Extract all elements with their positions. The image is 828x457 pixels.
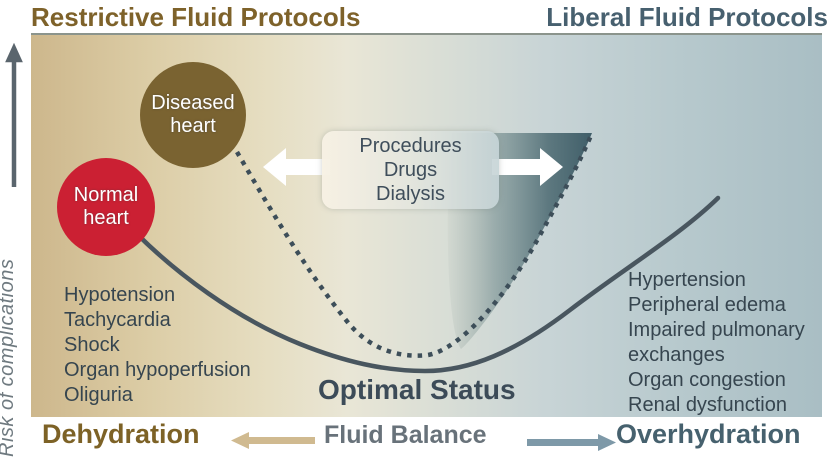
list-item: Organ hypoperfusion: [64, 359, 251, 381]
dehydration-arrow-icon: [231, 432, 315, 449]
interventions-line: Drugs: [383, 159, 438, 181]
interventions-line: Dialysis: [376, 183, 445, 205]
fluid-balance-label: Fluid Balance: [324, 421, 487, 449]
list-item: Oliguria: [64, 384, 133, 406]
restrictive-complications-list: Hypotension Tachycardia Shock Organ hypo…: [64, 283, 294, 408]
diseased-heart-curve: [235, 132, 595, 358]
risk-axis-arrow-icon: [2, 40, 26, 187]
liberal-complications-list: Hypertension Peripheral edema Impaired p…: [628, 268, 828, 418]
list-item: Peripheral edema: [628, 294, 786, 316]
list-item: Shock: [64, 334, 120, 356]
optimal-status-label: Optimal Status: [318, 374, 516, 405]
list-item: Organ congestion: [628, 369, 786, 391]
normal-heart-node: Normal heart: [57, 158, 155, 256]
interventions-right-arrow-icon: [492, 148, 563, 186]
overhydration-label: Overhydration: [616, 419, 801, 449]
normal-heart-curve: [133, 195, 721, 374]
diseased-heart-label: Diseased heart: [151, 92, 235, 137]
list-item: Hypertension: [628, 269, 746, 291]
interventions-box: Procedures Drugs Dialysis: [322, 131, 499, 209]
list-item: Hypotension: [64, 284, 176, 306]
interventions-left-arrow-icon: [263, 148, 330, 186]
list-item: Impaired pulmonary exchanges: [628, 319, 805, 366]
list-item: Renal dysfunction: [628, 394, 787, 416]
list-item: Tachycardia: [64, 309, 171, 331]
diseased-heart-node: Diseased heart: [140, 62, 246, 168]
liberal-protocols-title: Liberal Fluid Protocols: [546, 2, 828, 32]
normal-heart-label: Normal heart: [73, 184, 139, 229]
dehydration-label: Dehydration: [42, 419, 200, 449]
overhydration-arrow-icon: [527, 434, 616, 451]
restrictive-protocols-title: Restrictive Fluid Protocols: [31, 2, 361, 32]
interventions-line: Procedures: [359, 135, 462, 157]
